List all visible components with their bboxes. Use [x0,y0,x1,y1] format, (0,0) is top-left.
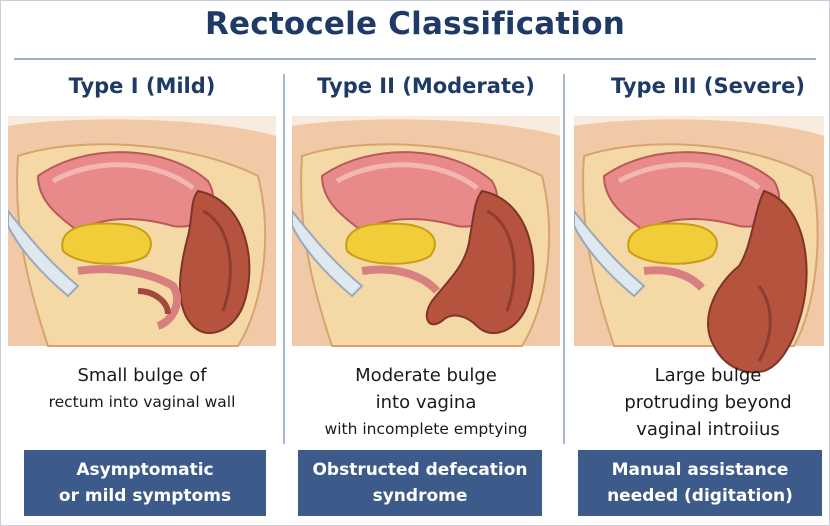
description-line: protruding beyond [570,389,830,416]
symptom-line: Manual assistance [578,457,822,483]
type-2-symptom-box: Obstructed defecation syndrome [298,450,542,516]
column-divider [283,74,285,444]
symptom-line: syndrome [298,483,542,509]
symptom-line: or mild symptoms [24,483,266,509]
symptom-line: Obstructed defecation [298,457,542,483]
type-2-description: Moderate bulge into vagina with incomple… [288,362,564,443]
type-3-description: Large bulge protruding beyond vaginal in… [570,362,830,443]
type-3-heading: Type III (Severe) [570,74,830,98]
description-line: rectum into vaginal wall [4,389,280,416]
description-line: Small bulge of [4,362,280,389]
type-3-column: Type III (Severe) Large bulge protruding… [570,60,830,526]
type-1-description: Small bulge of rectum into vaginal wall [4,362,280,416]
type-1-symptom-box: Asymptomatic or mild symptoms [24,450,266,516]
description-line: Large bulge [570,362,830,389]
description-line: with incomplete emptying [288,416,564,443]
symptom-line: needed (digitation) [578,483,822,509]
figure-title: Rectocele Classification [0,6,830,42]
description-line: Moderate bulge [288,362,564,389]
type-1-column: Type I (Mild) Small bulge of rectum into… [4,60,280,526]
type-2-heading: Type II (Moderate) [288,74,564,98]
symptom-line: Asymptomatic [24,457,266,483]
type-2-column: Type II (Moderate) Moderate bulge into v… [288,60,564,526]
type-3-symptom-box: Manual assistance needed (digitation) [578,450,822,516]
type-1-heading: Type I (Mild) [4,74,280,98]
description-line: into vagina [288,389,564,416]
description-line: vaginal introiius [570,416,830,443]
